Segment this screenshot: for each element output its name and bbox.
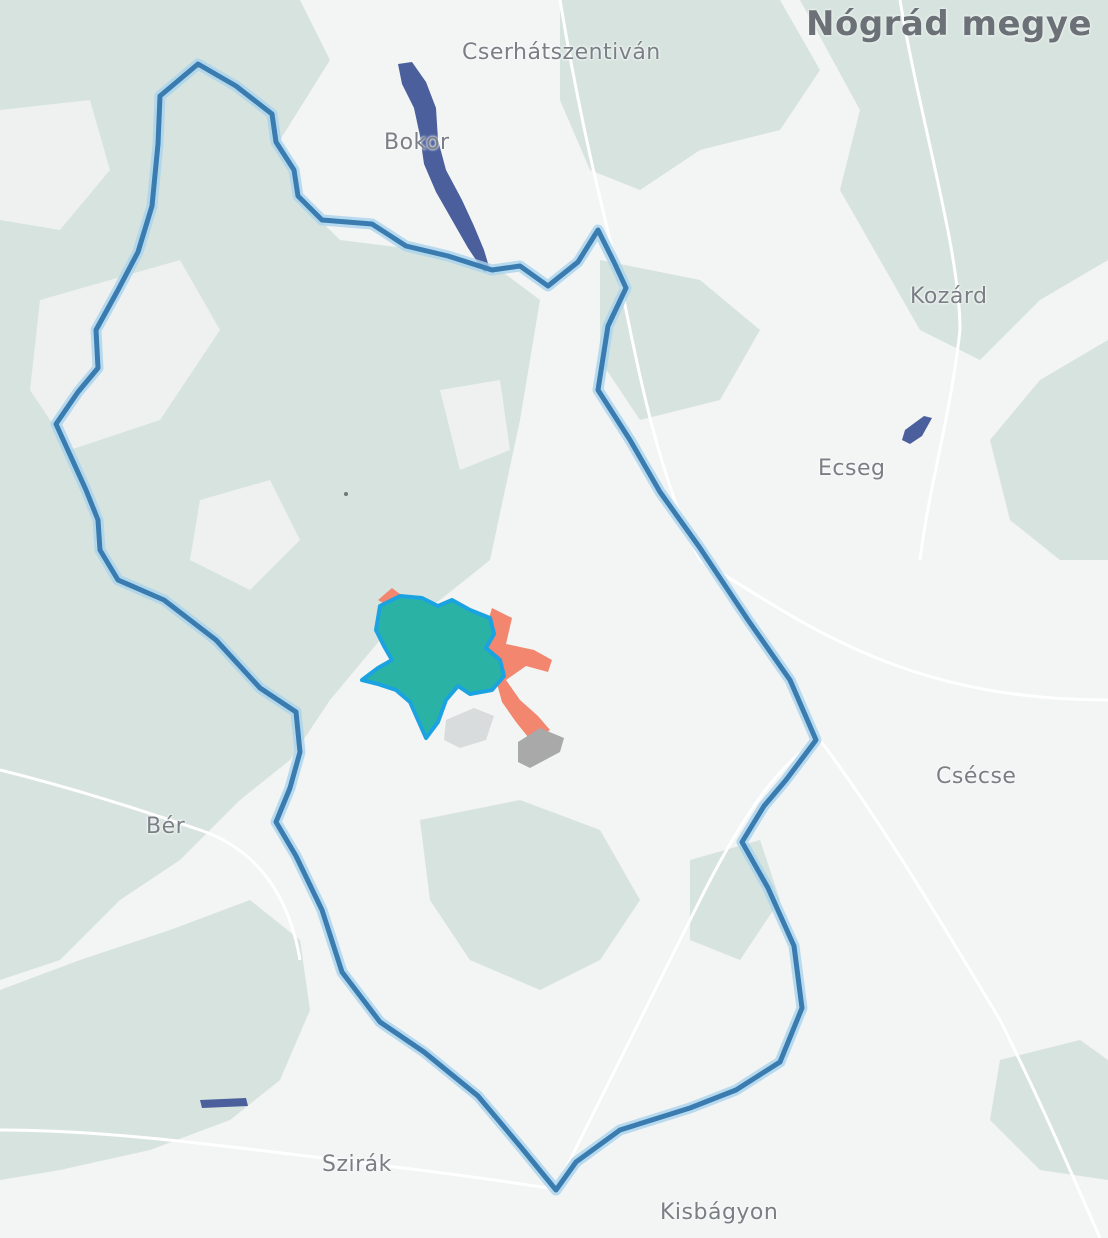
clearing-center [190,480,300,590]
clearing-lake-area [440,380,510,470]
place-label-kisbagyon[interactable]: Kisbágyon [660,1200,779,1225]
reservoir-bokor [398,62,490,272]
place-label-csecse[interactable]: Csécse [936,764,1017,789]
place-label-kozard[interactable]: Kozárd [910,284,988,309]
forest-area-east [990,340,1108,560]
place-label-bokor[interactable]: Bokor [384,130,450,155]
road-szirak [0,1128,561,1192]
map-point-marker [344,492,348,496]
forest-area-northeast [800,0,1108,360]
municipality-boundary[interactable] [53,61,819,1193]
clearing-layer [0,100,510,590]
clearing-northwest [0,100,110,230]
forest-area-south-strip [420,800,640,990]
water-layer [200,62,932,1108]
settlement-area[interactable] [360,594,506,740]
landuse-orange-north [378,588,400,606]
landuse-light [444,708,494,748]
clearing-west [30,260,220,450]
place-label-szirak[interactable]: Szirák [322,1152,392,1177]
road-ber [0,768,302,961]
landuse-layer [378,588,564,768]
road-east [699,558,1108,702]
place-label-cserhatszentivan[interactable]: Cserhátszentiván [462,40,661,65]
forest-area-north [560,0,820,190]
place-label-ecseg[interactable]: Ecseg [818,456,886,481]
landuse-gray [518,728,564,768]
road-southeast [818,739,1102,1238]
road-kozard [898,0,962,561]
place-label-ber[interactable]: Bér [146,814,186,839]
lake-ecseg [902,416,932,444]
landuse-orange-east [486,608,552,742]
forest-area-southwest [0,900,310,1180]
pond-szirak [200,1098,248,1108]
forest-area-southeast [990,1040,1108,1180]
region-label: Nógrád megye [806,4,1093,44]
road-south [558,738,821,1181]
